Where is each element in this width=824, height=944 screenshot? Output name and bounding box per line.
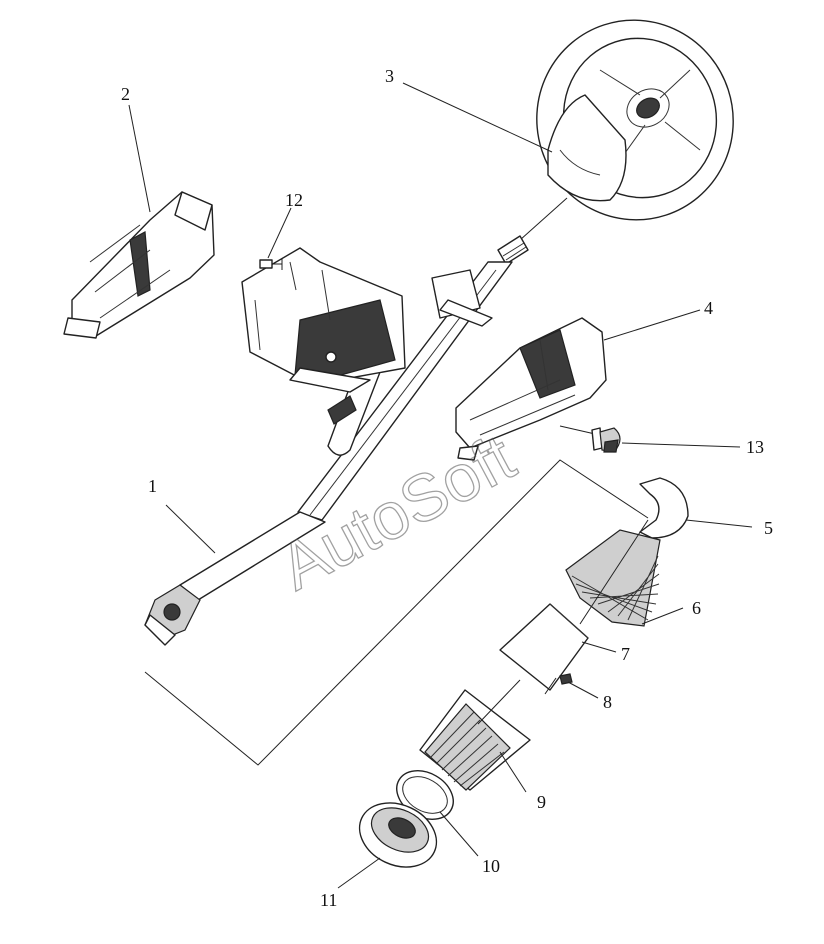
callout-10: 10 [482, 856, 500, 876]
callout-12: 12 [285, 190, 303, 210]
callout-1: 1 [148, 476, 157, 496]
assembly-lines [144, 459, 649, 766]
callout-5: 5 [764, 518, 773, 538]
callout-3: 3 [385, 66, 394, 86]
retaining-screw [559, 673, 573, 685]
callout-4: 4 [704, 298, 713, 318]
lower-bellows [419, 689, 531, 791]
trim-clip [639, 477, 689, 539]
steering-wheel [519, 19, 734, 241]
leader-lines [128, 82, 753, 889]
callout-7: 7 [621, 644, 630, 664]
callout-6: 6 [692, 598, 701, 618]
callout-labels: 1 2 3 4 5 6 7 8 9 10 11 12 13 [121, 66, 773, 910]
callout-9: 9 [537, 792, 546, 812]
column-mounting-bracket [241, 247, 406, 393]
callout-13: 13 [746, 437, 764, 457]
boot-sleeve [499, 603, 589, 691]
clamp-ring [396, 770, 454, 820]
callout-2: 2 [121, 84, 130, 104]
upper-column-shroud [63, 191, 215, 339]
callout-11: 11 [320, 890, 337, 910]
lower-column-shroud [455, 317, 607, 461]
callout-8: 8 [603, 692, 612, 712]
end-cap [358, 802, 438, 868]
ignition-knob [559, 425, 621, 453]
mounting-bolt [259, 258, 283, 270]
outer-boot [565, 529, 661, 627]
